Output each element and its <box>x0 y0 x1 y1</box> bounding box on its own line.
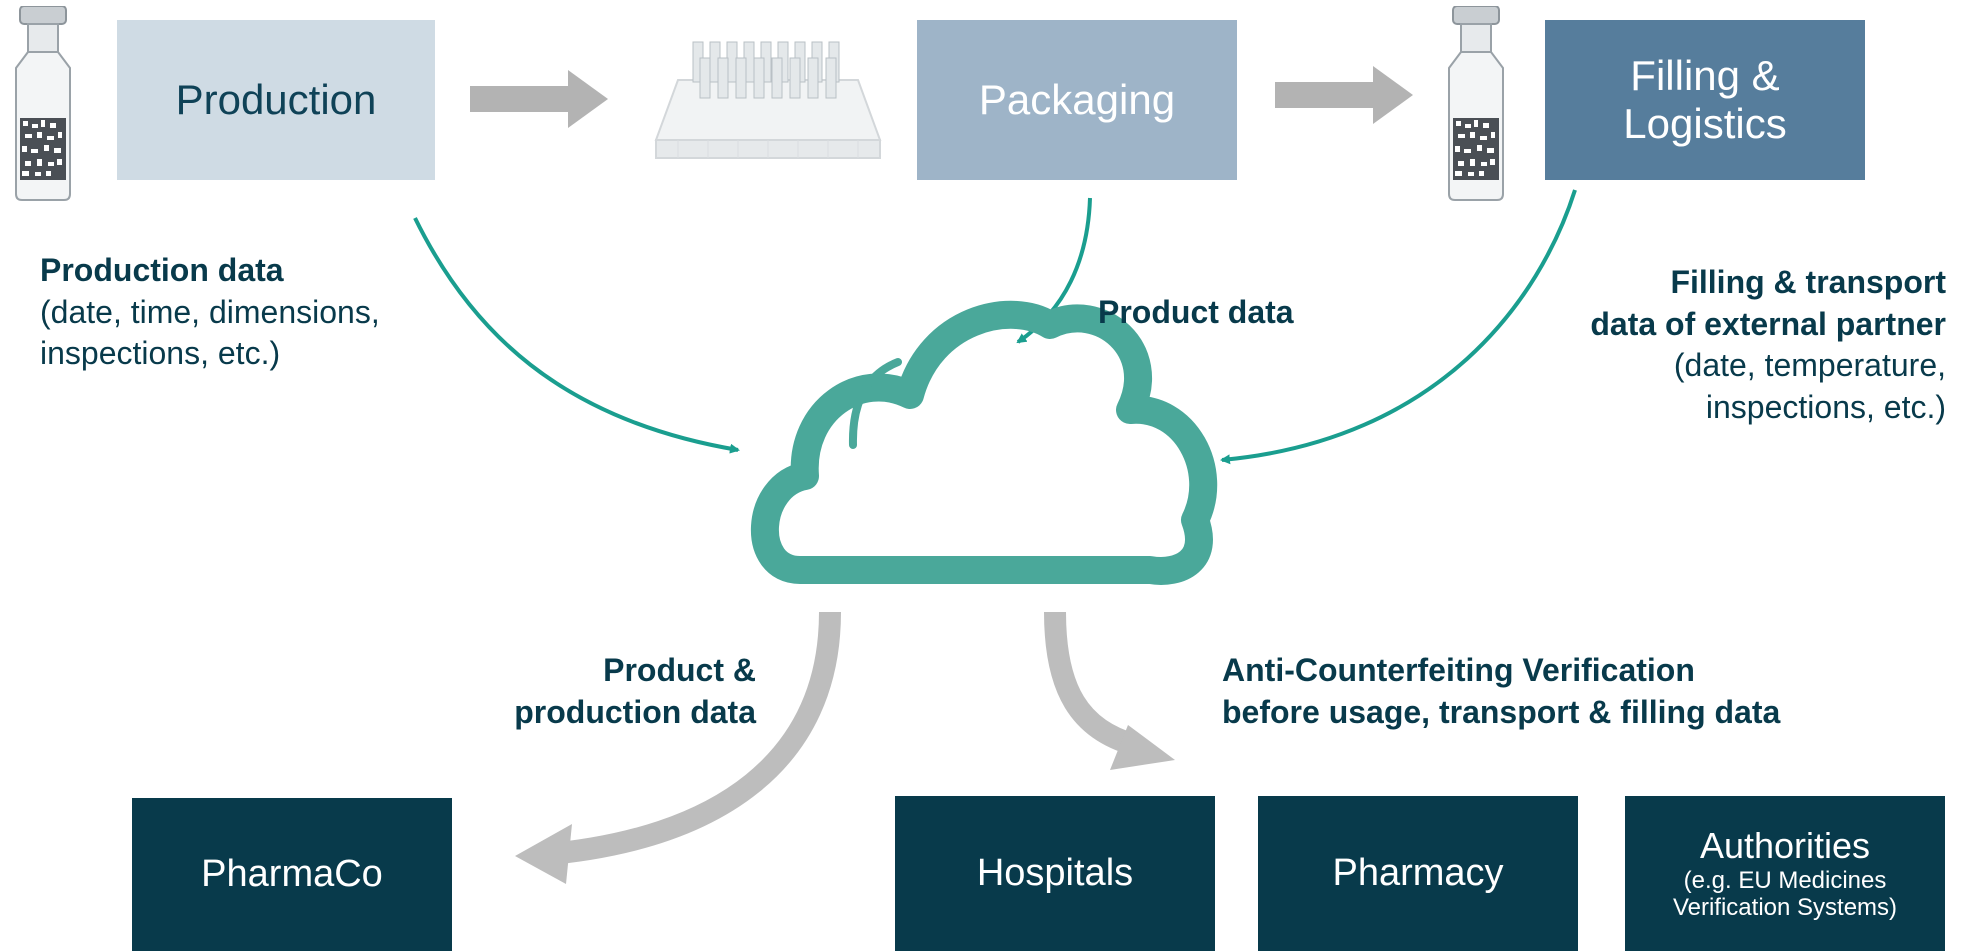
packaging-box: Packaging <box>917 20 1237 180</box>
product-data-title: Product data <box>1098 294 1294 330</box>
pharmacy-label: Pharmacy <box>1332 851 1504 894</box>
arrow-packaging-to-filling <box>1275 66 1413 124</box>
filling-logistics-box: Filling & Logistics <box>1545 20 1865 180</box>
product-production-line-1: Product & <box>603 652 756 688</box>
production-data-detail-1: (date, time, dimensions, <box>40 293 380 330</box>
product-production-label: Product & production data <box>514 650 756 733</box>
filling-transport-title-2: data of external partner <box>1590 305 1946 342</box>
cloud-highlight <box>848 358 902 449</box>
pharmacy-box: Pharmacy <box>1258 796 1578 951</box>
teal-arrow-production <box>413 217 740 454</box>
authorities-label: Authorities <box>1699 825 1871 867</box>
anti-counterfeiting-line-1: Anti-Counterfeiting Verification <box>1222 652 1695 688</box>
pharmaco-box: PharmaCo <box>132 798 452 951</box>
filling-transport-title-1: Filling & transport <box>1670 264 1946 300</box>
filling-box-label-line1: Filling & <box>1630 51 1780 99</box>
production-data-title: Production data <box>40 252 284 288</box>
packaging-box-label: Packaging <box>978 75 1176 123</box>
grey-arrow-to-hospitals <box>1044 611 1175 770</box>
grey-arrow-to-pharmaco <box>515 611 841 884</box>
filling-transport-detail-2: inspections, etc.) <box>1705 388 1946 425</box>
vial-icon <box>10 5 76 206</box>
cloud-icon <box>751 300 1218 585</box>
vial-tray-icon <box>648 20 888 175</box>
anti-counterfeiting-label: Anti-Counterfeiting Verification before … <box>1222 650 1780 733</box>
product-production-line-2: production data <box>514 693 756 730</box>
pharmaco-label: PharmaCo <box>201 852 383 895</box>
production-box: Production <box>117 20 435 180</box>
teal-arrow-filling <box>1220 189 1577 465</box>
vial-icon <box>1443 5 1509 206</box>
filling-transport-detail-1: (date, temperature, <box>1673 347 1946 384</box>
production-box-label: Production <box>175 75 377 123</box>
hospitals-label: Hospitals <box>976 851 1134 894</box>
filling-box-label-line2: Logistics <box>1623 100 1787 147</box>
filling-transport-label: Filling & transport data of external par… <box>1590 262 1946 428</box>
authorities-sub-2: Verification Systems) <box>1672 894 1898 922</box>
product-data-label: Product data <box>1098 292 1294 334</box>
hospitals-box: Hospitals <box>895 796 1215 951</box>
anti-counterfeiting-line-2: before usage, transport & filling data <box>1222 693 1781 730</box>
production-data-detail-2: inspections, etc.) <box>40 335 281 372</box>
arrow-production-to-packaging <box>470 70 608 128</box>
authorities-box: Authorities (e.g. EU Medicines Verificat… <box>1625 796 1945 951</box>
production-data-label: Production data (date, time, dimensions,… <box>40 250 380 375</box>
authorities-sub-1: (e.g. EU Medicines <box>1683 866 1887 894</box>
